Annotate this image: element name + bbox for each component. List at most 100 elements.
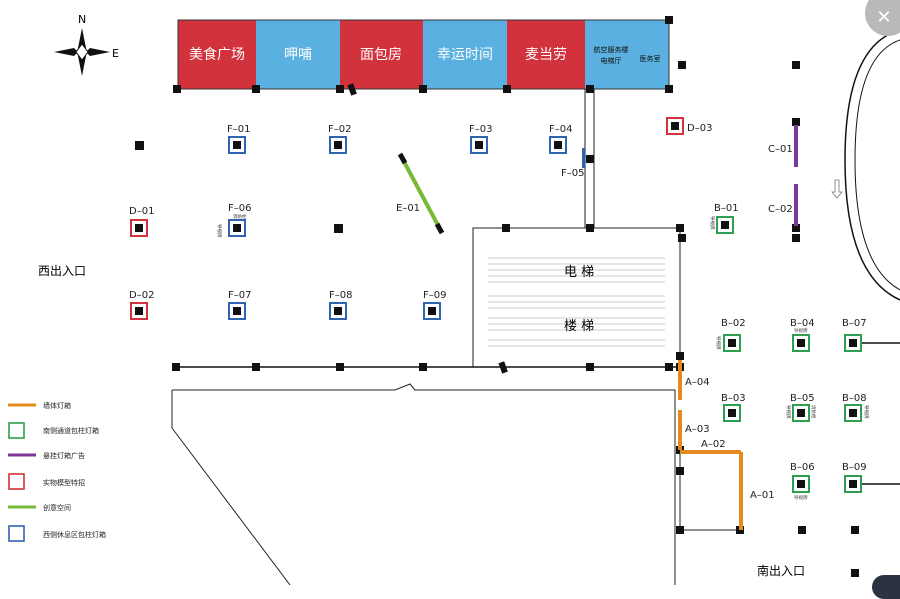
label-f02: F–02 bbox=[328, 124, 351, 135]
west-entrance-label: 西出入口 bbox=[38, 264, 86, 278]
shop-lucky-time bbox=[423, 20, 507, 89]
marker-e01-bar bbox=[397, 152, 445, 235]
legend-wall-lightbox-label: 墙体灯箱 bbox=[43, 401, 71, 410]
shop-label-elevator-hall: 电梯厅 bbox=[601, 56, 622, 65]
label-c01: C–01 bbox=[768, 144, 793, 155]
walls bbox=[171, 29, 900, 585]
label-b03: B–03 bbox=[721, 393, 746, 404]
shop-label-bakery: 面包房 bbox=[360, 47, 402, 63]
marker-d03 bbox=[666, 117, 684, 135]
model-display-boxes bbox=[130, 117, 684, 320]
shop-bakery bbox=[340, 20, 423, 89]
note-guide-b02: 导视牌 bbox=[715, 336, 722, 350]
south-column-lightboxes bbox=[716, 216, 862, 493]
note-fire-f06: 消防栓 bbox=[233, 213, 247, 220]
legend-west-column-swatch bbox=[8, 525, 25, 542]
compass-north-label: N bbox=[78, 13, 86, 26]
marker-b04 bbox=[792, 334, 810, 352]
label-f08: F–08 bbox=[329, 290, 352, 301]
legend-south-column-swatch bbox=[8, 422, 25, 439]
label-f04: F–04 bbox=[549, 124, 572, 135]
label-f03: F–03 bbox=[469, 124, 492, 135]
shop-label-lucky-time: 幸运时间 bbox=[437, 47, 493, 63]
label-b05: B–05 bbox=[790, 393, 815, 404]
marker-d01 bbox=[130, 219, 148, 237]
shop-aviation-service bbox=[585, 20, 669, 89]
shop-label-aviation: 航空服务楼 bbox=[594, 45, 629, 54]
shop-food-court bbox=[178, 20, 256, 89]
label-a03: A–03 bbox=[685, 424, 710, 435]
shop-mcdonalds bbox=[507, 20, 585, 89]
label-b06: B–06 bbox=[790, 462, 815, 473]
note-guide-f06: 导视牌 bbox=[216, 224, 223, 238]
marker-f04 bbox=[549, 136, 567, 154]
legend-model-label: 实物模型特招 bbox=[43, 478, 85, 487]
label-c02: C–02 bbox=[768, 204, 793, 215]
marker-b05 bbox=[792, 404, 810, 422]
marker-f02 bbox=[329, 136, 347, 154]
shop-xiabu bbox=[256, 20, 340, 89]
marker-f08 bbox=[329, 302, 347, 320]
label-d02: D–02 bbox=[129, 290, 154, 301]
elevator-label: 电 梯 bbox=[564, 265, 594, 280]
note-guide-b04: 导视牌 bbox=[794, 327, 808, 334]
compass-east-label: E bbox=[112, 47, 119, 60]
marker-b07 bbox=[844, 334, 862, 352]
legend-south-column-label: 南侧通道包柱灯箱 bbox=[43, 426, 99, 435]
label-b02: B–02 bbox=[721, 318, 746, 329]
floor-plan-map: N E 美食广场 呷哺 面包房 幸运时间 麦当劳 航空服务楼 电梯厅 医务室 bbox=[8, 13, 900, 585]
marker-b02 bbox=[723, 334, 741, 352]
note-guide-b05: 导视牌 bbox=[785, 405, 792, 419]
small-notes: 消防栓 导视牌 导视牌 导视牌 导视牌 导视牌 消防栓 导视牌 导视牌 bbox=[216, 213, 870, 501]
label-b04: B–04 bbox=[790, 318, 815, 329]
legend-west-column-label: 西侧休息区包柱灯箱 bbox=[43, 530, 106, 539]
label-a01: A–01 bbox=[750, 490, 775, 501]
label-f05: F–05 bbox=[561, 168, 584, 179]
label-b08: B–08 bbox=[842, 393, 867, 404]
shop-label-xiabu: 呷哺 bbox=[284, 47, 312, 63]
marker-b03 bbox=[723, 404, 741, 422]
legend-creative-label: 创意空间 bbox=[43, 503, 71, 512]
compass-rose: N E bbox=[54, 13, 119, 76]
label-d03: D–03 bbox=[687, 123, 712, 134]
marker-b06 bbox=[792, 475, 810, 493]
marker-b01 bbox=[716, 216, 734, 234]
marker-f05-bar bbox=[582, 148, 585, 168]
note-guide-b06: 导视牌 bbox=[794, 494, 808, 501]
legend: 墙体灯箱 南侧通道包柱灯箱 悬挂灯箱广告 实物模型特招 创意空间 西侧休息区包柱… bbox=[8, 401, 106, 542]
marker-f03 bbox=[470, 136, 488, 154]
stairs-label: 楼 梯 bbox=[564, 319, 594, 334]
note-guide-b08: 导视牌 bbox=[863, 405, 870, 419]
shop-label-mcdonalds: 麦当劳 bbox=[525, 47, 567, 63]
label-f06: F–06 bbox=[228, 203, 251, 214]
shop-strip: 美食广场 呷哺 面包房 幸运时间 麦当劳 航空服务楼 电梯厅 医务室 bbox=[177, 19, 670, 90]
label-a02: A–02 bbox=[701, 439, 726, 450]
label-d01: D–01 bbox=[129, 206, 154, 217]
marker-labels: F–01 F–02 F–03 F–04 F–05 F–06 F–07 F–08 … bbox=[129, 123, 867, 501]
wall-lightboxes bbox=[678, 360, 743, 530]
label-b09: B–09 bbox=[842, 462, 867, 473]
legend-model-swatch bbox=[8, 473, 25, 490]
label-f07: F–07 bbox=[228, 290, 251, 301]
marker-b08 bbox=[844, 404, 862, 422]
label-b01: B–01 bbox=[714, 203, 739, 214]
label-a04: A–04 bbox=[685, 377, 710, 388]
shop-label-food-court: 美食广场 bbox=[189, 46, 245, 63]
marker-b09 bbox=[844, 475, 862, 493]
marker-d02 bbox=[130, 302, 148, 320]
note-guide-b01: 导视牌 bbox=[709, 216, 716, 230]
label-f01: F–01 bbox=[227, 124, 250, 135]
marker-f06 bbox=[228, 219, 246, 237]
shop-label-clinic: 医务室 bbox=[640, 54, 661, 63]
label-b07: B–07 bbox=[842, 318, 867, 329]
marker-f07 bbox=[228, 302, 246, 320]
legend-hanging-label: 悬挂灯箱广告 bbox=[43, 451, 85, 460]
south-entrance-label: 南出入口 bbox=[757, 563, 805, 578]
label-e01: E–01 bbox=[396, 203, 420, 214]
columns bbox=[135, 16, 859, 577]
corner-badge[interactable] bbox=[872, 575, 900, 599]
note-fire-b05: 消防栓 bbox=[810, 405, 817, 419]
label-f09: F–09 bbox=[423, 290, 446, 301]
marker-f01 bbox=[228, 136, 246, 154]
west-column-lightboxes bbox=[228, 136, 585, 320]
